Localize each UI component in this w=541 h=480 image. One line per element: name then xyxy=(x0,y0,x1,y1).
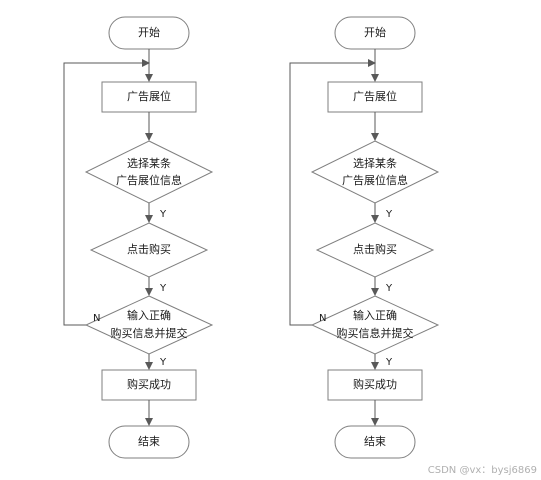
select-label-line2: 广告展位信息 xyxy=(116,173,182,187)
select-decision xyxy=(310,140,440,204)
input-decision xyxy=(84,295,214,355)
flowchart-left: 开始 广告展位 选择某条 广告展位信息 点击购买 输入正确 购买信息并提交 购买… xyxy=(63,16,214,459)
watermark: CSDN @vx：bysj6869 xyxy=(427,465,537,476)
input-label-line1: 输入正确 xyxy=(127,308,171,322)
ad-slot-process xyxy=(327,81,423,113)
no-label: N xyxy=(93,313,100,324)
ad-slot-label: 广告展位 xyxy=(127,89,171,103)
select-label-line2: 广告展位信息 xyxy=(342,173,408,187)
ad-slot-process xyxy=(101,81,197,113)
input-decision xyxy=(310,295,440,355)
yes-label-1: Y xyxy=(159,209,167,220)
end-terminal xyxy=(334,425,416,459)
yes-label-1: Y xyxy=(385,209,393,220)
select-label-line1: 选择某条 xyxy=(353,156,397,170)
select-label-line1: 选择某条 xyxy=(127,156,171,170)
flowchart-right: 开始 广告展位 选择某条 广告展位信息 点击购买 输入正确 购买信息并提交 购买… xyxy=(289,16,440,459)
click-buy-label: 点击购买 xyxy=(353,242,397,256)
yes-label-3: Y xyxy=(385,357,393,368)
loop-back-arrow xyxy=(289,59,376,326)
loop-back-arrow xyxy=(63,59,150,326)
yes-label-2: Y xyxy=(385,283,393,294)
success-label: 购买成功 xyxy=(353,377,397,391)
start-label: 开始 xyxy=(138,25,160,39)
input-label-line2: 购买信息并提交 xyxy=(337,326,414,340)
input-label-line1: 输入正确 xyxy=(353,308,397,322)
yes-label-2: Y xyxy=(159,283,167,294)
no-label: N xyxy=(319,313,326,324)
success-process xyxy=(101,369,197,401)
yes-label-3: Y xyxy=(159,357,167,368)
success-process xyxy=(327,369,423,401)
input-label-line2: 购买信息并提交 xyxy=(111,326,188,340)
click-buy-label: 点击购买 xyxy=(127,242,171,256)
ad-slot-label: 广告展位 xyxy=(353,89,397,103)
end-label: 结束 xyxy=(364,435,386,448)
end-label: 结束 xyxy=(138,435,160,448)
success-label: 购买成功 xyxy=(127,377,171,391)
end-terminal xyxy=(108,425,190,459)
start-label: 开始 xyxy=(364,25,386,39)
select-decision xyxy=(84,140,214,204)
